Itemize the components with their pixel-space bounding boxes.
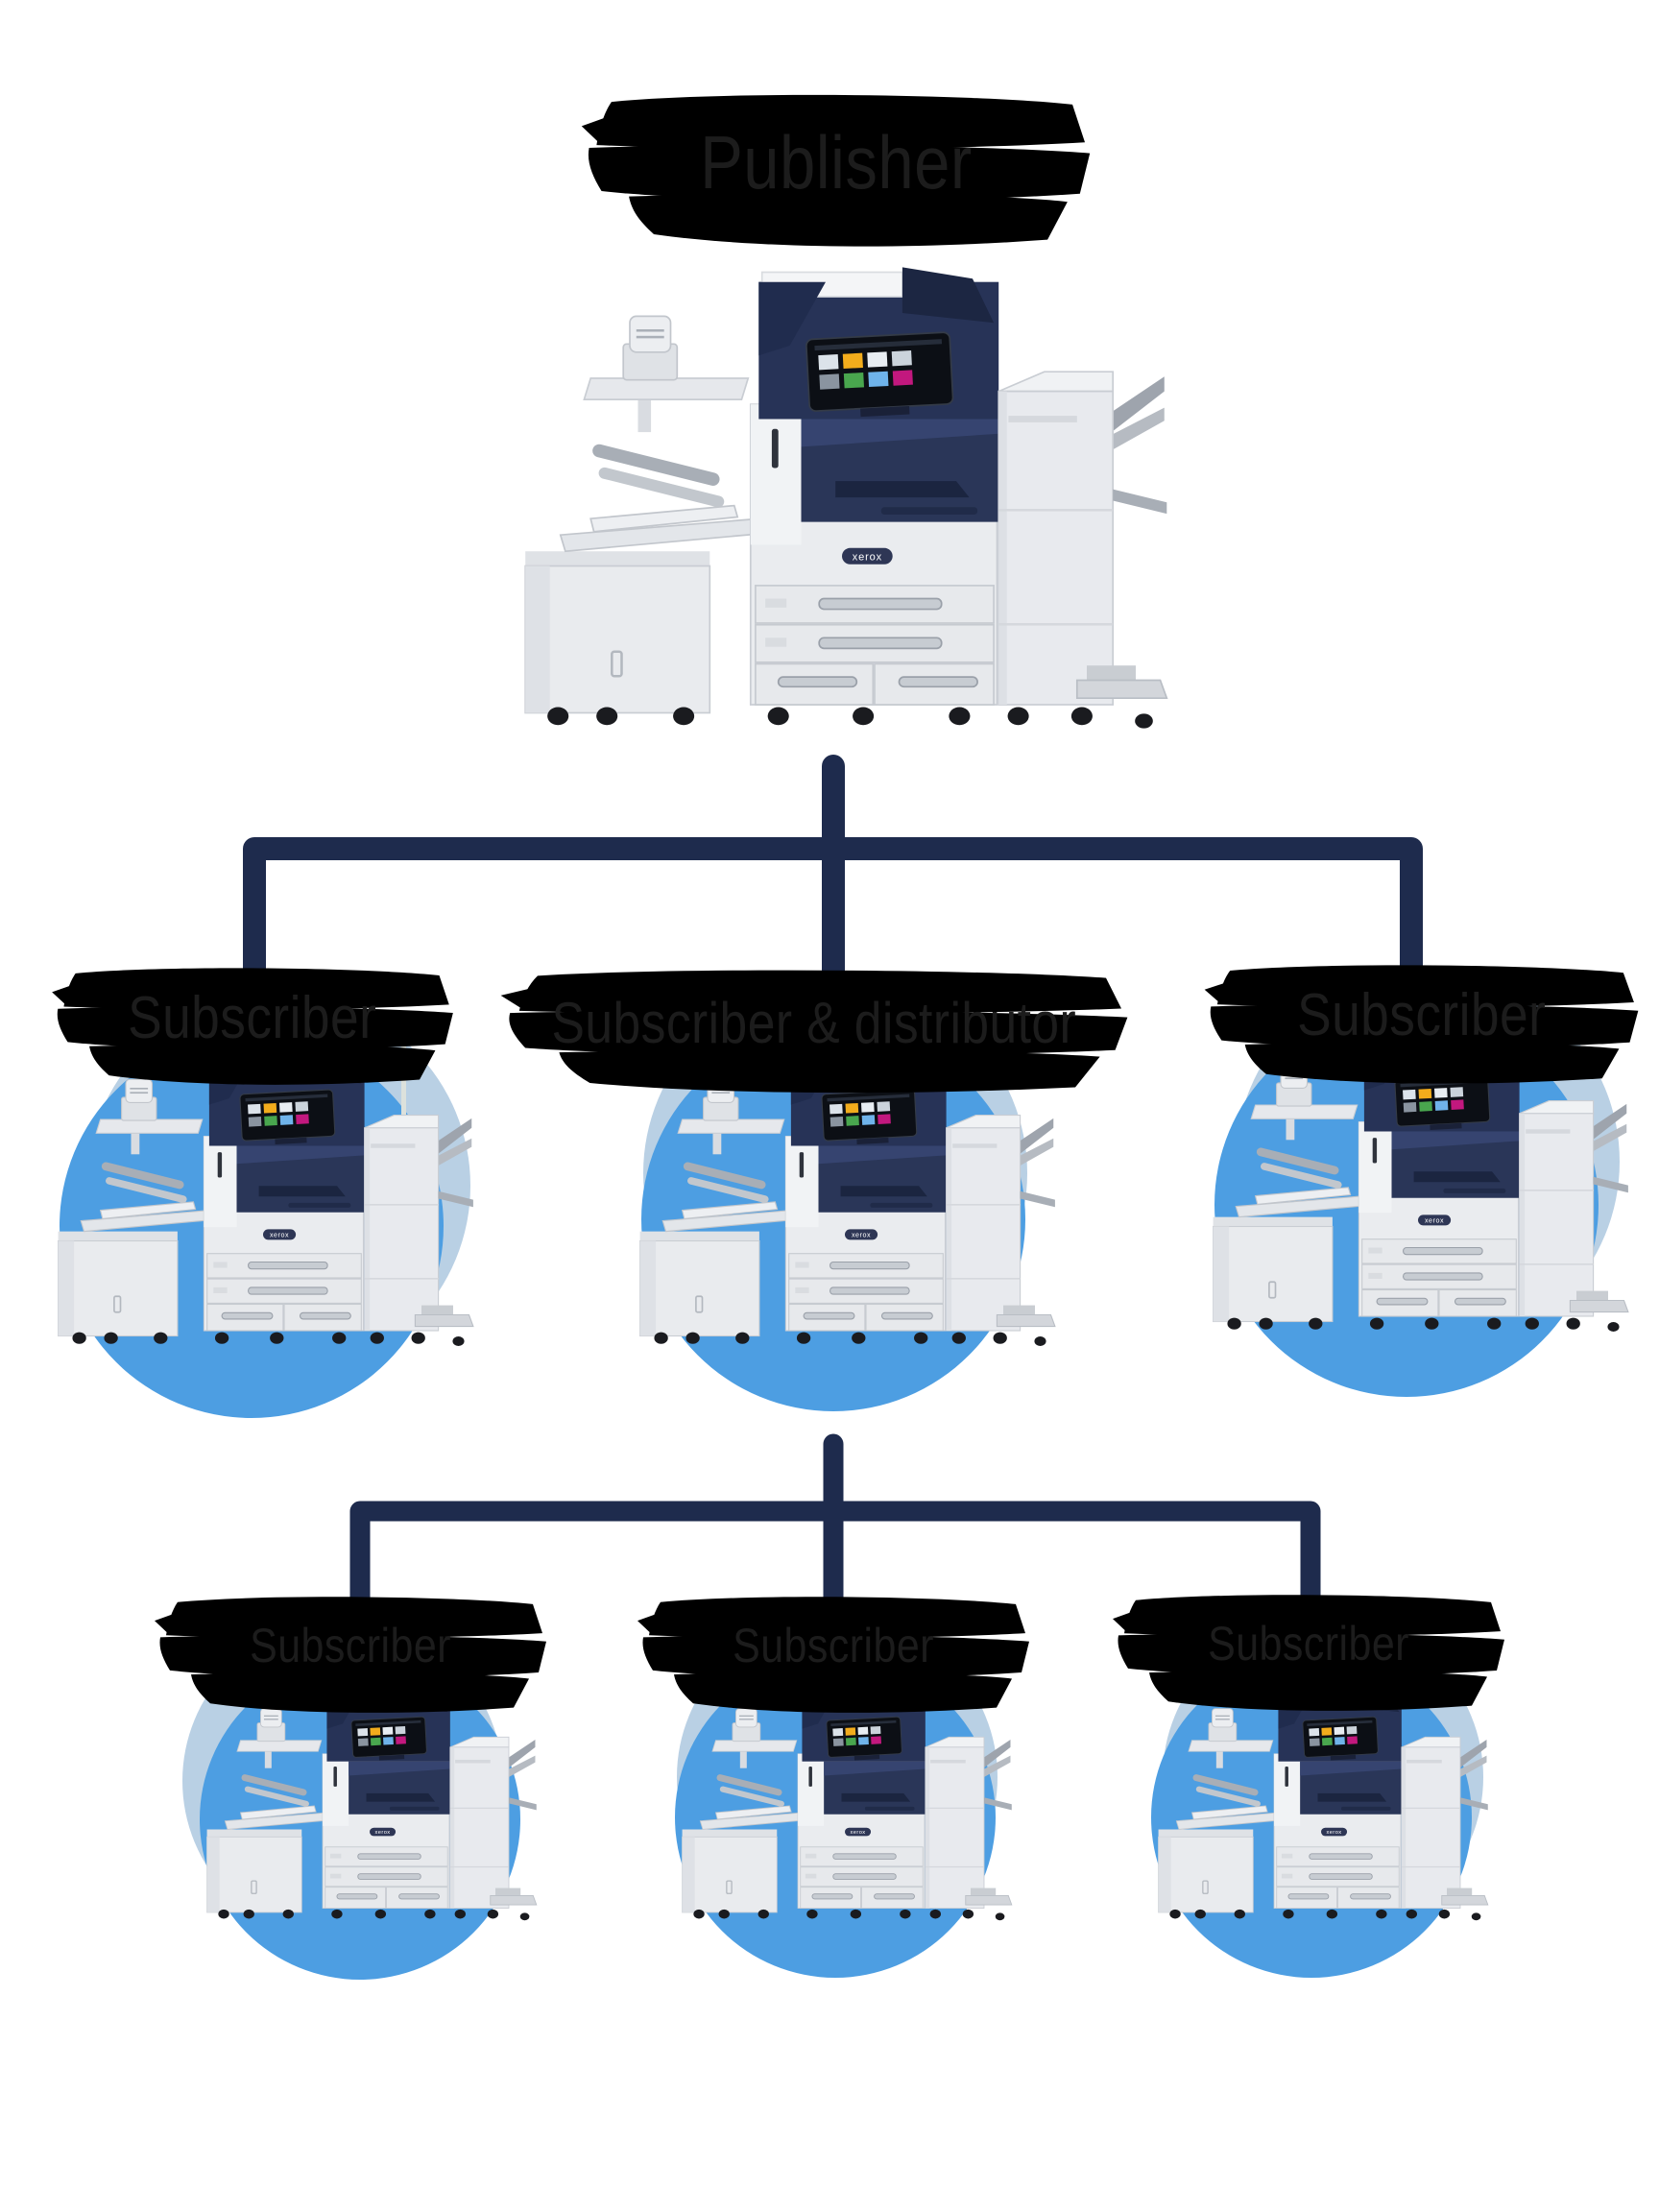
subscriber-distributor-label-text: Subscriber & distributor: [551, 990, 1077, 1055]
subscriber-label-text: Subscriber: [1208, 1617, 1409, 1671]
publisher-label-text: Publisher: [699, 120, 973, 204]
subscriber-label-text: Subscriber: [128, 985, 377, 1051]
subscriber-label: Subscriber: [632, 1592, 1035, 1726]
subscriber-label: Subscriber: [1198, 960, 1645, 1097]
publisher-label: Publisher: [574, 88, 1097, 264]
connector-level1-branches: [243, 837, 1423, 984]
connector-level2-branches: [349, 1501, 1321, 1623]
subscriber-label: Subscriber: [1107, 1590, 1510, 1724]
printer-illustration-publisher: [516, 248, 1168, 737]
subscriber-label-text: Subscriber: [733, 1619, 934, 1672]
subscriber-label-text: Subscriber: [1296, 982, 1547, 1048]
subscriber-distributor-label: Subscriber & distributor: [492, 965, 1137, 1107]
subscriber-label: Subscriber: [46, 963, 459, 1098]
subscriber-label-text: Subscriber: [250, 1619, 451, 1672]
subscriber-label: Subscriber: [149, 1592, 552, 1726]
